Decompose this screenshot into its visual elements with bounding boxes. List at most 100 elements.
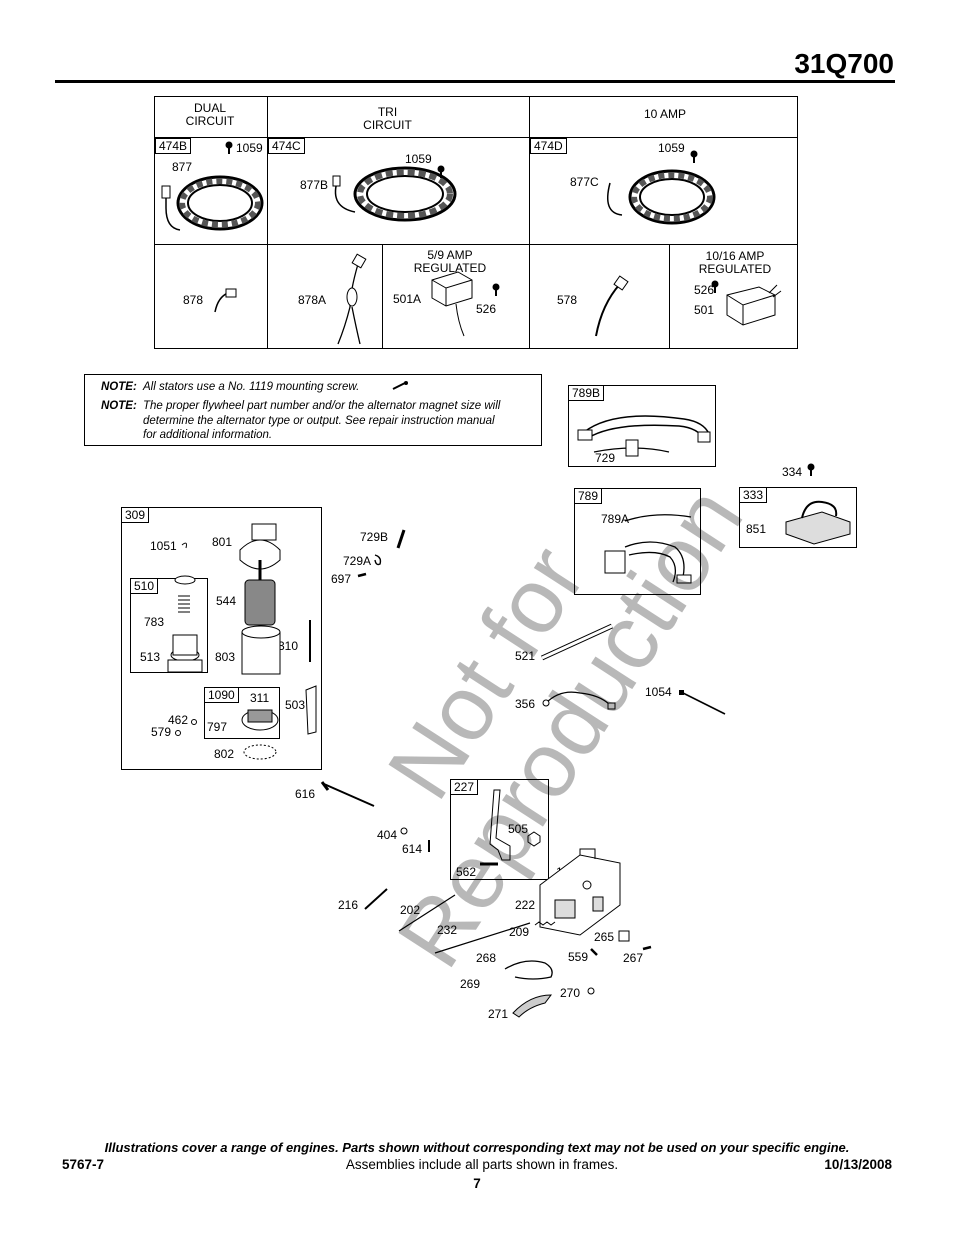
part-label: 801 — [212, 535, 233, 549]
screw-icon — [357, 572, 367, 578]
part-label: 268 — [476, 951, 497, 965]
part-label: 578 — [557, 293, 578, 307]
connector-drawing — [214, 288, 237, 313]
page-number: 7 — [473, 1176, 481, 1191]
part-label: 878 — [183, 293, 204, 307]
part-label: 310 — [278, 639, 299, 653]
governor-lever-drawing — [480, 789, 541, 866]
ignition-coil-drawing — [785, 500, 851, 545]
table-divider — [267, 96, 268, 349]
part-label: 797 — [207, 720, 228, 734]
part-label: 877 — [172, 160, 193, 174]
regulator-drawing — [726, 284, 782, 326]
part-label: 851 — [746, 522, 767, 536]
part-label: 501A — [393, 292, 422, 306]
part-label: 270 — [560, 986, 581, 1000]
screw-icon — [690, 150, 698, 163]
part-label: 1051 — [150, 539, 177, 553]
frame-tag-474b: 474B — [155, 138, 192, 154]
part-label: 729 — [595, 451, 616, 465]
wire-harness-drawing — [604, 514, 692, 584]
part-label: 526 — [694, 283, 715, 297]
footer-date: 10/13/2008 — [824, 1157, 892, 1172]
table-divider — [154, 244, 798, 245]
part-label: 216 — [338, 898, 359, 912]
header-rule — [55, 80, 895, 83]
stator-table-border — [154, 96, 798, 349]
part-label: 803 — [215, 650, 236, 664]
part-label: 729A — [343, 554, 372, 568]
table-divider — [669, 244, 670, 349]
frame-227 — [450, 779, 549, 880]
column-header-5-9-amp-regulated: 5/9 AMP REGULATED — [413, 248, 487, 275]
note-box: NOTE: All stators use a No. 1119 mountin… — [84, 374, 542, 446]
column-header-dual-circuit: DUAL CIRCUIT — [185, 101, 235, 128]
note-label: NOTE: — [101, 381, 137, 393]
doc-number: 5767-7 — [62, 1157, 105, 1172]
frame-tag-333: 333 — [739, 487, 768, 503]
part-label: 462 — [168, 713, 189, 727]
note-text: determine the alternator type or output.… — [143, 415, 495, 427]
part-label: 616 — [295, 787, 316, 801]
pin-icon — [428, 840, 430, 852]
frame-309 — [121, 507, 322, 770]
note-label: NOTE: — [101, 400, 137, 412]
frame-tag-510: 510 — [130, 578, 159, 594]
part-label: 513 — [140, 650, 161, 664]
regulator-drawing — [431, 271, 473, 337]
part-label: 1059 — [236, 141, 263, 155]
throttle-assembly-drawing — [364, 848, 652, 1018]
frame-333 — [739, 487, 857, 548]
part-label: 267 — [623, 951, 644, 965]
part-label: 503 — [285, 698, 306, 712]
frame-tag-474d: 474D — [530, 138, 567, 154]
part-label: 802 — [214, 747, 235, 761]
footer-disclaimer: Illustrations cover a range of engines. … — [104, 1140, 850, 1155]
part-label: 232 — [437, 923, 458, 937]
note-text: All stators use a No. 1119 mounting scre… — [143, 381, 360, 393]
part-label: 562 — [456, 865, 477, 879]
frame-789b — [568, 385, 716, 467]
assemblies-note: Assemblies include all parts shown in fr… — [345, 1157, 619, 1172]
part-label: 544 — [216, 594, 237, 608]
wire-drawing — [595, 275, 629, 337]
part-label: 271 — [488, 1007, 509, 1021]
part-label: 404 — [377, 828, 398, 842]
screw-icon — [711, 280, 719, 293]
frame-1090 — [204, 687, 280, 739]
stator-drawing — [161, 175, 264, 231]
frame-tag-474c: 474C — [268, 138, 305, 154]
part-label: 311 — [250, 691, 270, 705]
part-label: 265 — [594, 930, 615, 944]
stator-drawing — [607, 169, 716, 225]
part-label: 729B — [360, 530, 389, 544]
frame-tag-1090: 1090 — [204, 687, 239, 703]
part-label: 501 — [694, 303, 715, 317]
part-label: 783 — [144, 615, 165, 629]
frame-789 — [574, 488, 701, 595]
ground-wire-drawing — [542, 691, 616, 710]
screw-icon — [807, 463, 815, 476]
part-label: 1059 — [658, 141, 685, 155]
rod-drawing — [320, 781, 375, 807]
part-label: 521 — [515, 649, 536, 663]
frame-tag-789: 789 — [574, 488, 603, 504]
part-label: 878A — [298, 293, 327, 307]
cable-tie-drawing — [679, 690, 726, 715]
fuel-line-drawing — [540, 623, 614, 661]
part-label: 269 — [460, 977, 481, 991]
part-label: 1059 — [405, 152, 432, 166]
spark-plug-boot-drawing — [396, 529, 406, 549]
column-header-10-amp: 10 AMP — [643, 107, 687, 121]
column-header-tri-circuit: TRI CIRCUIT — [363, 105, 412, 132]
part-label: 1054 — [645, 685, 672, 699]
table-divider — [529, 96, 530, 349]
page-title: 31Q700 — [794, 48, 894, 79]
table-divider — [382, 244, 383, 349]
wire-harness-drawing — [577, 415, 711, 457]
part-label: 526 — [476, 302, 497, 316]
frame-tag-309: 309 — [121, 507, 150, 523]
note-text: for additional information. — [143, 429, 273, 441]
frame-tag-227: 227 — [450, 779, 479, 795]
screw-icon — [392, 381, 408, 390]
